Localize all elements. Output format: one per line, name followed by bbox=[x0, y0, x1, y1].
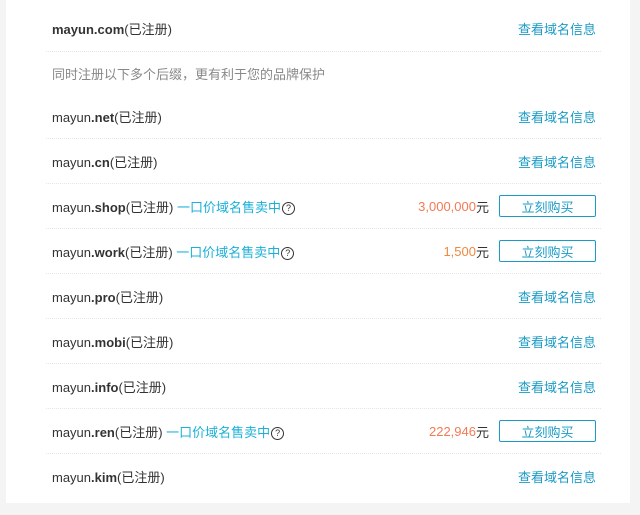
currency: 元 bbox=[475, 244, 489, 260]
currency: 元 bbox=[475, 199, 489, 215]
for-sale-label: 一口价域名售卖中 bbox=[166, 424, 271, 440]
view-domain-info-link[interactable]: 查看域名信息 bbox=[517, 109, 596, 125]
domain-name: mayun.info(已注册) bbox=[52, 379, 167, 395]
view-domain-info-link[interactable]: 查看域名信息 bbox=[517, 22, 596, 37]
domain-name: mayun.shop(已注册) 一口价域名售卖中? bbox=[52, 197, 296, 216]
domain-name: mayun.pro(已注册) bbox=[52, 289, 164, 305]
domain-name: mayun.cn(已注册) bbox=[52, 154, 158, 170]
buy-now-button[interactable]: 立刻购买 bbox=[499, 195, 596, 217]
main-domain-row: mayun.com(已注册) 查看域名信息 bbox=[46, 6, 601, 52]
domain-row: mayun.pro(已注册) 查看域名信息 bbox=[46, 274, 601, 319]
tagline: 同时注册以下多个后缀，更有利于您的品牌保护 bbox=[52, 66, 326, 82]
view-domain-info-link[interactable]: 查看域名信息 bbox=[517, 289, 596, 305]
domain-name: mayun.mobi(已注册) bbox=[52, 334, 174, 350]
for-sale-label: 一口价域名售卖中 bbox=[176, 244, 281, 260]
domain-list: mayun.com(已注册) 查看域名信息 同时注册以下多个后缀，更有利于您的品… bbox=[46, 6, 601, 499]
buy-now-button[interactable]: 立刻购买 bbox=[499, 240, 596, 262]
view-domain-info-link[interactable]: 查看域名信息 bbox=[517, 379, 596, 395]
domain-row: mayun.info(已注册) 查看域名信息 bbox=[46, 364, 601, 409]
view-domain-info-link[interactable]: 查看域名信息 bbox=[517, 154, 596, 170]
domain-row: mayun.mobi(已注册) 查看域名信息 bbox=[46, 319, 601, 364]
buy-now-button[interactable]: 立刻购买 bbox=[499, 420, 596, 442]
domain-row: mayun.cn(已注册) 查看域名信息 bbox=[46, 139, 601, 184]
domain-name: mayun.work(已注册) 一口价域名售卖中? bbox=[52, 242, 295, 261]
view-domain-info-link[interactable]: 查看域名信息 bbox=[517, 334, 596, 350]
domain-row: mayun.kim(已注册) 查看域名信息 bbox=[46, 454, 601, 499]
domain-name: mayun.com(已注册) bbox=[52, 22, 172, 37]
domain-name: mayun.ren(已注册) 一口价域名售卖中? bbox=[52, 422, 285, 441]
help-icon[interactable]: ? bbox=[281, 246, 295, 260]
price: 222,946 bbox=[428, 423, 476, 439]
domain-name: mayun.kim(已注册) bbox=[52, 470, 165, 485]
price: 1,500 bbox=[443, 243, 476, 259]
domain-row: mayun.net(已注册) 查看域名信息 bbox=[46, 94, 601, 139]
currency: 元 bbox=[475, 424, 489, 440]
for-sale-label: 一口价域名售卖中 bbox=[177, 199, 282, 215]
help-icon[interactable]: ? bbox=[282, 201, 296, 215]
help-icon[interactable]: ? bbox=[271, 426, 285, 440]
price: 3,000,000 bbox=[418, 198, 476, 214]
domain-name: mayun.net(已注册) bbox=[52, 109, 162, 125]
domain-panel: mayun.com(已注册) 查看域名信息 同时注册以下多个后缀，更有利于您的品… bbox=[6, 0, 630, 503]
view-domain-info-link[interactable]: 查看域名信息 bbox=[517, 470, 596, 485]
